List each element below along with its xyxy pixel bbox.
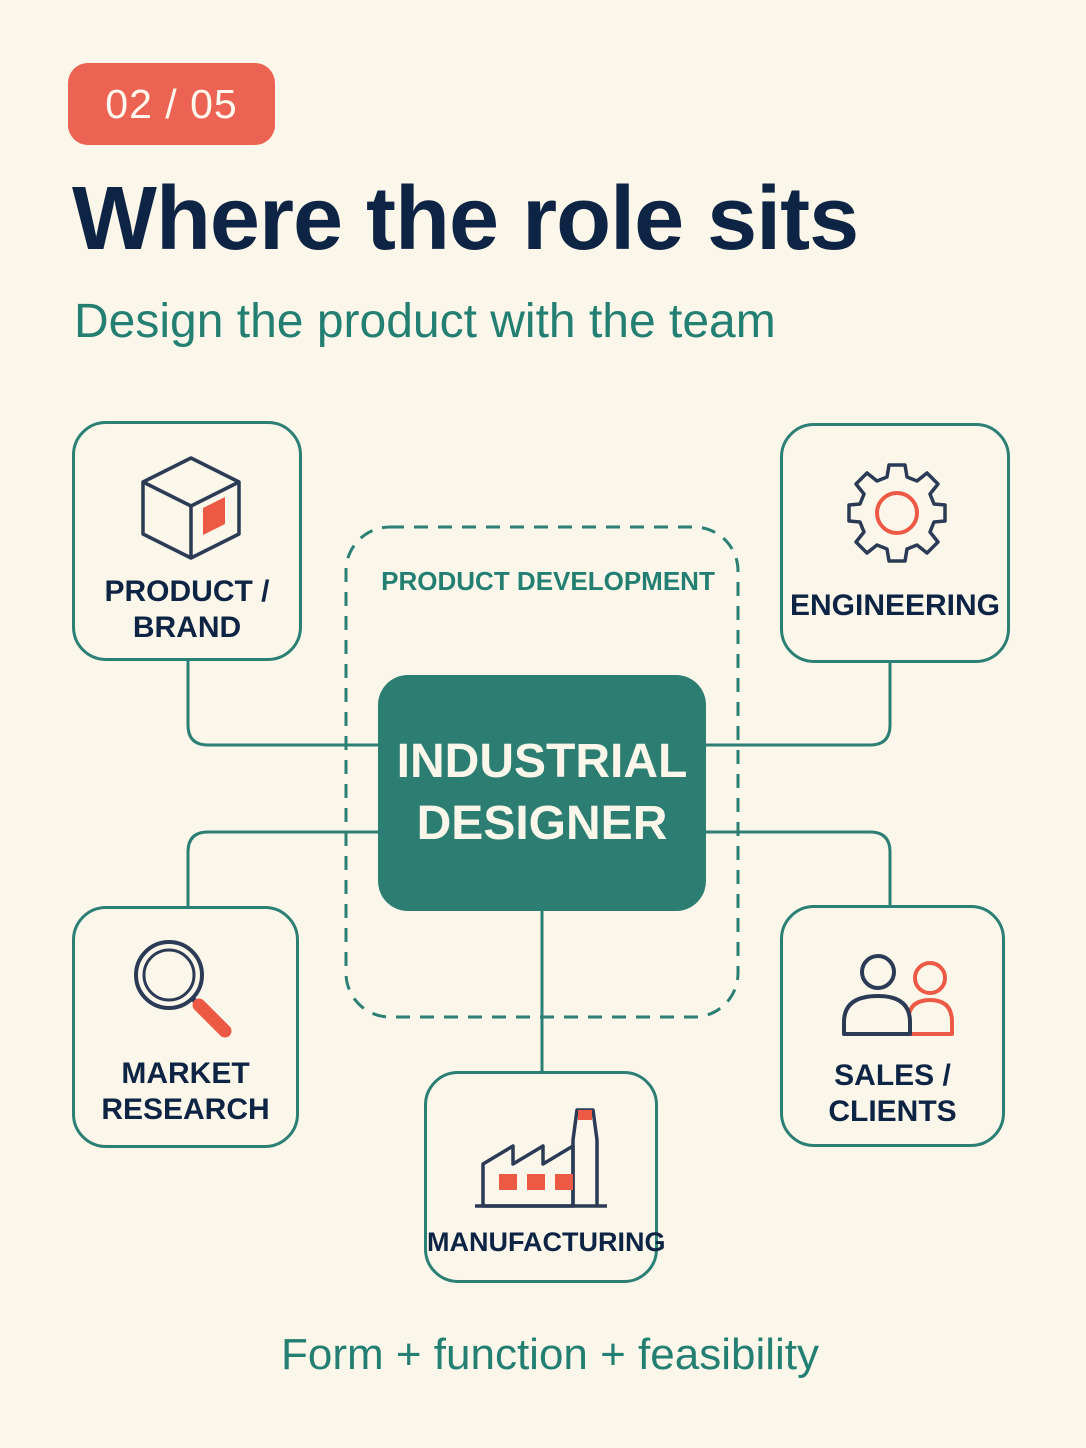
market-research-label-2: RESEARCH: [101, 1093, 270, 1126]
manufacturing-label: MANUFACTURING: [427, 1227, 666, 1257]
footer-tagline: Form + function + feasibility: [280, 1330, 819, 1379]
page-subtitle: Design the product with the team: [74, 295, 776, 348]
center-line-2: DESIGNER: [416, 797, 668, 850]
connector-sales-clients: [706, 830, 892, 906]
sales-clients-label-2: CLIENTS: [828, 1095, 957, 1128]
engineering-label: ENGINEERING: [789, 589, 1001, 622]
cube-icon: [141, 456, 241, 560]
market-research-label-1: MARKET: [121, 1057, 250, 1090]
center-line-1: INDUSTRIAL: [396, 735, 688, 788]
industrial-designer-node: INDUSTRIAL DESIGNER: [378, 675, 706, 911]
product-brand-label-1: PRODUCT /: [104, 575, 270, 608]
product-brand-label-2: BRAND: [132, 611, 242, 644]
factory-icon: [475, 1108, 607, 1208]
sales-clients-node: SALES / CLIENTS: [780, 905, 1005, 1147]
people-icon: [842, 954, 954, 1036]
page-title: Where the role sits: [72, 169, 859, 269]
page-counter-badge: 02 / 05: [68, 63, 275, 145]
connector-market-research: [186, 830, 378, 907]
product-brand-node: PRODUCT / BRAND: [72, 421, 302, 661]
market-research-node: MARKET RESEARCH: [72, 906, 299, 1148]
connector-product-brand: [186, 660, 378, 747]
gear-icon: [847, 463, 947, 563]
sales-clients-label-1: SALES /: [834, 1059, 951, 1092]
connector-engineering: [706, 662, 892, 747]
magnifier-icon: [134, 940, 232, 1038]
group-label: PRODUCT DEVELOPMENT: [381, 566, 715, 596]
manufacturing-node: MANUFACTURING: [424, 1071, 666, 1283]
engineering-node: ENGINEERING: [780, 423, 1010, 663]
